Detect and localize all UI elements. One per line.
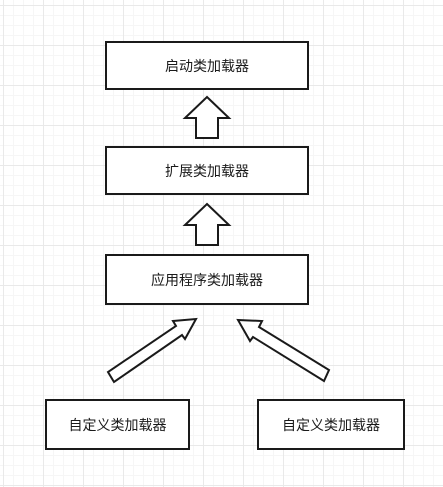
node-custom-classloader-left: 自定义类加载器	[45, 399, 190, 450]
node-label: 扩展类加载器	[165, 163, 249, 180]
arrow-extension-to-bootstrap	[182, 95, 232, 139]
node-label: 自定义类加载器	[68, 417, 167, 434]
arrow-application-to-extension	[182, 202, 232, 246]
node-extension-classloader: 扩展类加载器	[105, 146, 309, 195]
node-label: 启动类加载器	[165, 58, 249, 75]
node-application-classloader: 应用程序类加载器	[105, 254, 309, 305]
node-custom-classloader-right: 自定义类加载器	[257, 399, 405, 450]
arrow-custom-right-to-application	[236, 318, 331, 383]
node-label: 应用程序类加载器	[151, 272, 263, 289]
node-label: 自定义类加载器	[282, 417, 380, 434]
arrow-custom-left-to-application	[106, 317, 198, 384]
node-bootstrap-classloader: 启动类加载器	[105, 41, 309, 90]
